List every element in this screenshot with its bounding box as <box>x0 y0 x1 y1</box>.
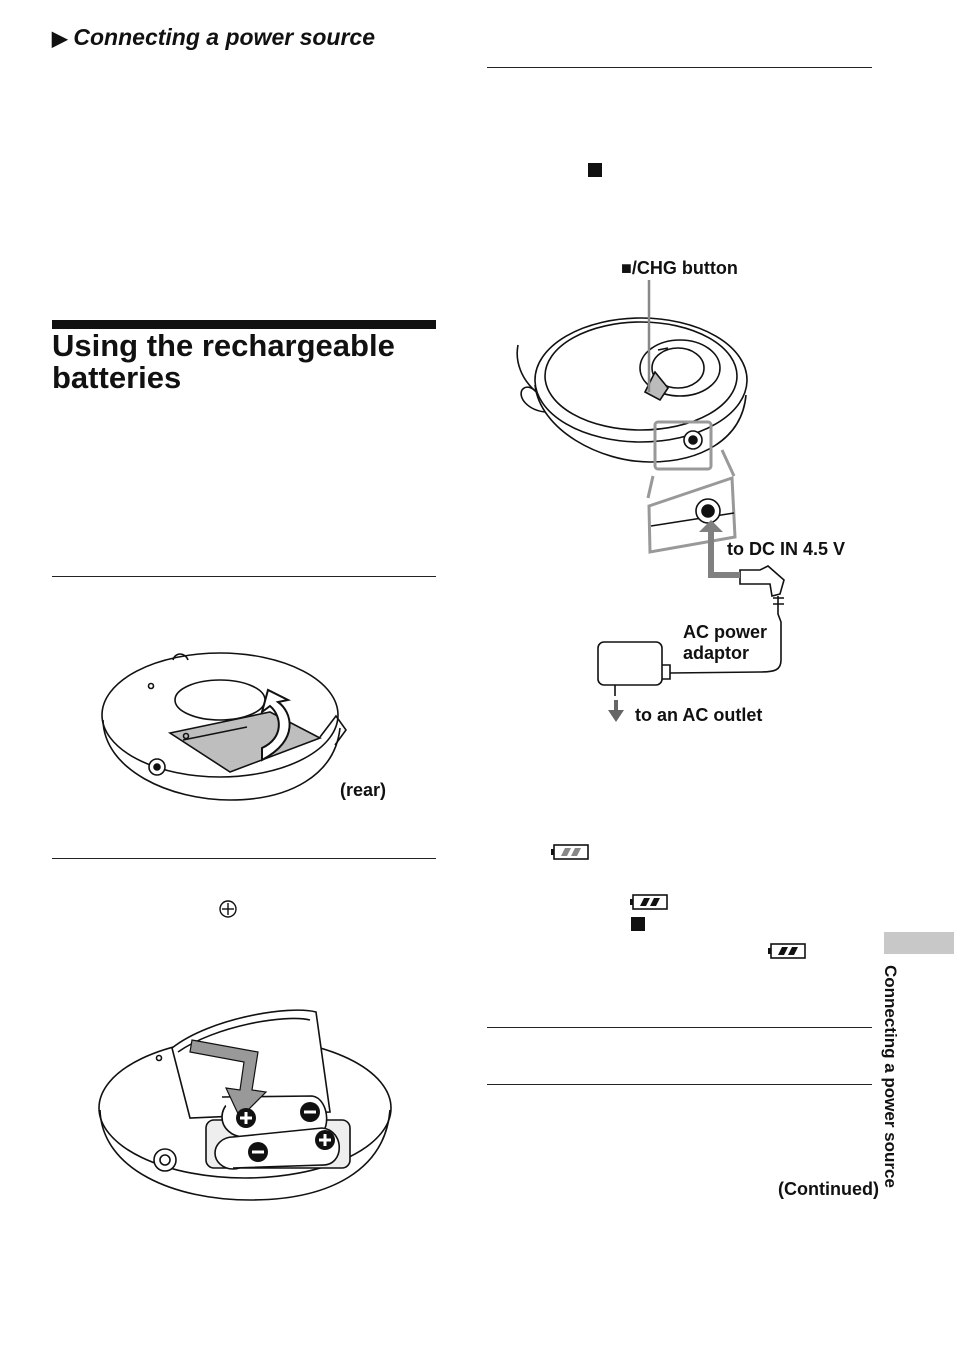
divider <box>487 1027 872 1028</box>
continued-note: (Continued) <box>778 1179 879 1199</box>
battery-indicator-icon <box>630 894 668 910</box>
section-header: ▶Connecting a power source <box>52 24 375 51</box>
divider <box>52 576 436 577</box>
side-tab-label: Connecting a power source <box>881 965 900 1188</box>
stop-symbol-icon <box>588 163 602 182</box>
divider <box>487 1084 872 1085</box>
plus-polarity-icon <box>219 900 237 918</box>
chg-button-label: ■/CHG button <box>621 258 738 278</box>
battery-indicator-icon <box>768 943 806 959</box>
adaptor-label-2: adaptor <box>683 643 750 663</box>
section-title-bar <box>52 320 436 329</box>
play-marker-icon: ▶ <box>52 28 68 50</box>
side-tab: Connecting a power source <box>870 965 910 1188</box>
header-title: Connecting a power source <box>73 24 375 50</box>
side-tab-marker <box>884 932 954 954</box>
stop-symbol-icon <box>631 917 645 936</box>
section-title: Using the rechargeable batteries <box>52 328 395 395</box>
adaptor-label-1: AC power <box>683 622 768 642</box>
rear-label: (rear) <box>340 780 387 800</box>
divider <box>487 67 872 68</box>
dc-in-label: to DC IN 4.5 V <box>727 539 846 559</box>
outlet-label: to an AC outlet <box>635 705 763 725</box>
divider <box>52 858 436 859</box>
battery-indicator-icon <box>551 844 589 860</box>
